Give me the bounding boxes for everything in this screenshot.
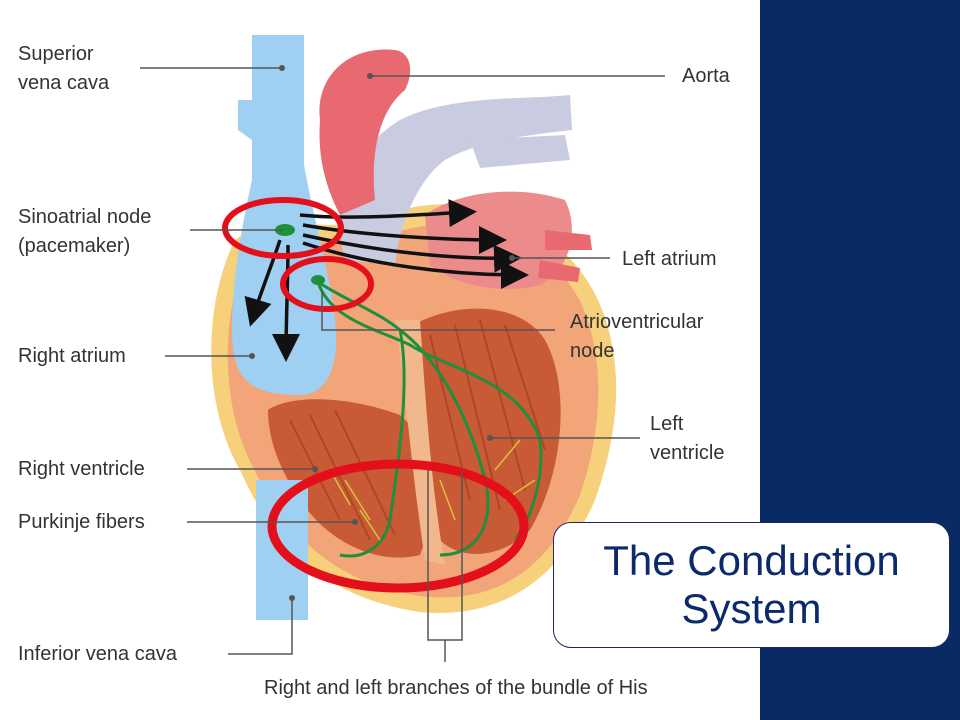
- label-right-atrium: Right atrium: [18, 345, 126, 367]
- label-purkinje-fibers: Purkinje fibers: [18, 511, 145, 533]
- svc-branch: [238, 100, 252, 140]
- slide-title-line1: The Conduction: [603, 537, 900, 584]
- sa-node: [275, 224, 295, 236]
- pulmonary-artery: [340, 95, 572, 265]
- leader-lines: [140, 67, 665, 662]
- slide-title-box: The Conduction System: [553, 522, 950, 648]
- purkinje-highlight: [267, 459, 529, 593]
- sa-node-highlight: [222, 197, 344, 259]
- pulmonary-veins: [538, 230, 592, 282]
- his-purkinje-pathway: [316, 280, 543, 558]
- label-inferior-vena-cava: Inferior vena cava: [18, 643, 177, 665]
- septum: [395, 320, 445, 565]
- aorta-arch: [319, 49, 411, 215]
- muscle-striations: [289, 319, 546, 541]
- leader-dots: [249, 65, 515, 601]
- slide-title-line2: System: [681, 585, 822, 632]
- av-node-highlight: [280, 256, 374, 312]
- label-right-ventricle: Right ventricle: [18, 458, 145, 480]
- heart-illustration: [140, 35, 665, 662]
- label-aorta: Aorta: [682, 65, 730, 87]
- superior-vena-cava: [252, 35, 304, 185]
- av-node: [311, 275, 325, 285]
- impulse-arrows: [244, 199, 529, 362]
- label-bundle-of-his: Right and left branches of the bundle of…: [264, 677, 648, 699]
- label-sinoatrial-node: Sinoatrial node(pacemaker): [18, 206, 152, 257]
- label-left-atrium: Left atrium: [622, 248, 717, 270]
- pulmonary-branch: [470, 135, 570, 168]
- left-ventricle-chamber: [405, 308, 561, 554]
